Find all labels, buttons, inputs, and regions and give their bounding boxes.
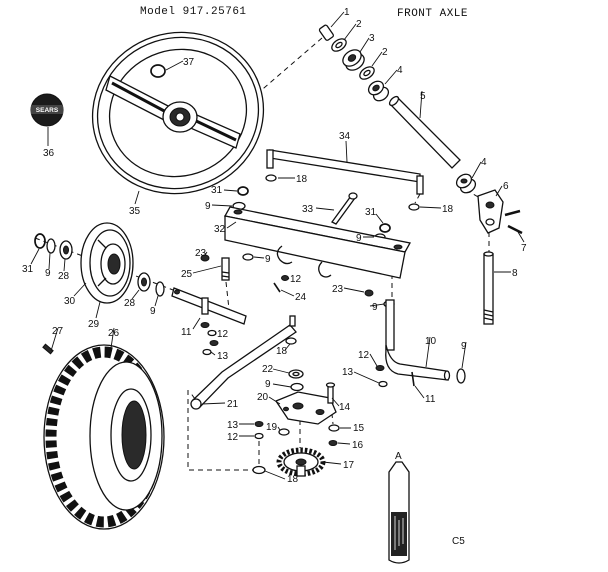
model-number: Model 917.25761 [140, 6, 247, 18]
upper-bearing-stack [318, 24, 390, 102]
callout-label: 25 [181, 269, 193, 280]
washer [288, 369, 304, 379]
callout-label: 31 [365, 207, 377, 218]
callout-label: 24 [295, 292, 307, 303]
lower-bushing [455, 173, 477, 194]
washer [265, 174, 277, 182]
retaining-ring [237, 186, 249, 196]
callout-label: 12 [217, 329, 229, 340]
callout-label: 31 [211, 185, 223, 196]
pinion-shaft [483, 251, 494, 325]
left-wheel-hardware [34, 233, 165, 297]
retaining-ring [379, 223, 391, 233]
pins [504, 209, 523, 235]
callout-labels: 1 2 3 2 4 5 37 36 35 34 18 31 9 33 31 18… [22, 7, 527, 485]
grease-tube [388, 461, 410, 564]
callout-label: 18 [287, 474, 299, 485]
leader-lines [30, 11, 525, 480]
left-steering-arm [171, 287, 247, 356]
callout-label: 3 [369, 33, 375, 44]
washer [408, 203, 420, 211]
callout-label: 30 [64, 296, 76, 307]
sector-plate [275, 391, 337, 425]
callout-label: 8 [512, 268, 518, 279]
wheel-rim [80, 222, 134, 304]
right-spindle [375, 299, 466, 388]
drag-link [266, 149, 424, 195]
lower-hardware [252, 421, 340, 475]
callout-label: 26 [108, 328, 120, 339]
page-code: C5 [452, 536, 465, 547]
callout-label: 36 [43, 148, 55, 159]
callout-label: 11 [425, 394, 436, 405]
callout-label: 10 [425, 336, 437, 347]
washer [285, 337, 297, 345]
callout-label: 4 [481, 157, 487, 168]
callout-label: 2 [382, 47, 388, 58]
callout-label: 12 [290, 274, 302, 285]
callout-label: 9 [150, 306, 156, 317]
callout-label: 34 [339, 131, 351, 142]
washer [290, 382, 304, 392]
callout-label: 19 [266, 422, 278, 433]
steering-pivot [477, 189, 523, 235]
emblem-badge: SEARS [30, 93, 64, 127]
snap-ring-icon [150, 64, 166, 78]
badge-logo-text: SEARS [36, 107, 59, 114]
callout-label: 11 [181, 327, 192, 338]
steering-wheel [91, 31, 265, 195]
callout-label: 28 [58, 271, 70, 282]
callout-label: 12 [227, 432, 239, 443]
callout-label: 16 [352, 440, 364, 451]
callout-label: 18 [296, 174, 308, 185]
callout-label: 27 [52, 326, 64, 337]
callout-label: 17 [343, 460, 355, 471]
callout-label: 35 [129, 206, 141, 217]
front-axle-bar [223, 206, 412, 279]
callout-label: 6 [503, 181, 509, 192]
callout-label: 37 [183, 57, 195, 68]
callout-label: 21 [227, 399, 239, 410]
pivot-bolt [331, 192, 358, 225]
callout-label: 31 [22, 264, 34, 275]
callout-label: 14 [339, 402, 351, 413]
callout-label: 7 [521, 243, 527, 254]
callout-label: 9 [356, 233, 362, 244]
callout-label: 9 [372, 302, 378, 313]
callout-label: 20 [257, 392, 269, 403]
callout-label: A [395, 451, 402, 462]
steering-shaft [388, 95, 461, 169]
callout-label: 9 [205, 201, 211, 212]
callout-label: 15 [353, 423, 365, 434]
tie-rod [190, 315, 297, 410]
callout-label: 28 [124, 298, 136, 309]
callout-label: 33 [302, 204, 314, 215]
callout-label: 9 [45, 268, 51, 279]
callout-label: 29 [88, 319, 100, 330]
callout-label: 22 [262, 364, 274, 375]
section-title: FRONT AXLE [397, 8, 468, 20]
steering-gear [276, 447, 326, 477]
callout-label: 18 [276, 346, 288, 357]
callout-label: 23 [195, 248, 207, 259]
callout-label: 9 [265, 254, 271, 265]
callout-label: 13 [342, 367, 354, 378]
callout-label: 2 [356, 19, 362, 30]
callout-label: 5 [420, 91, 426, 102]
callout-label: 9 [461, 341, 467, 352]
callout-label: 1 [344, 7, 350, 18]
callout-label: 13 [217, 351, 229, 362]
callout-label: 18 [442, 204, 454, 215]
valve-stem [42, 343, 54, 355]
callout-label: 13 [227, 420, 239, 431]
callout-label: 12 [358, 350, 370, 361]
carriage-bolt [325, 382, 336, 404]
callout-label: 32 [214, 224, 226, 235]
callout-label: 4 [397, 65, 403, 76]
front-tire [43, 344, 165, 530]
callout-label: 23 [332, 284, 344, 295]
callout-label: 9 [265, 379, 271, 390]
